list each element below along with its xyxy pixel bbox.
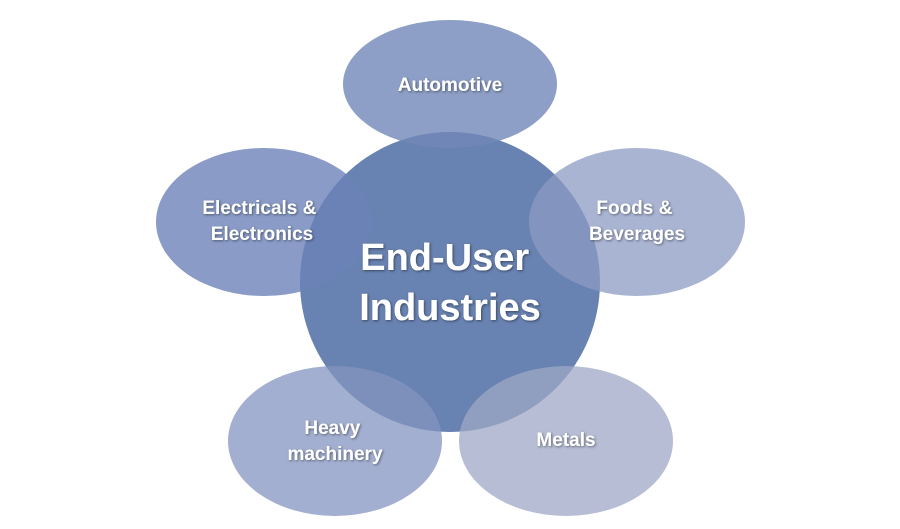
electricals-label: Electricals & Electronics	[202, 198, 321, 245]
node-metals-ellipse	[459, 366, 673, 516]
metals-label: Metals	[536, 430, 595, 451]
node-foods-ellipse	[529, 148, 745, 296]
automotive-label: Automotive	[398, 75, 503, 96]
heavy-machinery-label: Heavy machinery	[287, 418, 382, 465]
node-electricals-ellipse	[156, 148, 372, 296]
node-heavy-machinery-ellipse	[228, 366, 442, 516]
node-automotive-ellipse	[343, 20, 557, 148]
center-line-2: Industries	[359, 287, 541, 329]
center-line-1: End-User	[360, 237, 529, 279]
center-circle	[300, 132, 600, 432]
center-label: End-User Industries	[359, 237, 541, 329]
foods-label: Foods & Beverages	[589, 198, 685, 245]
